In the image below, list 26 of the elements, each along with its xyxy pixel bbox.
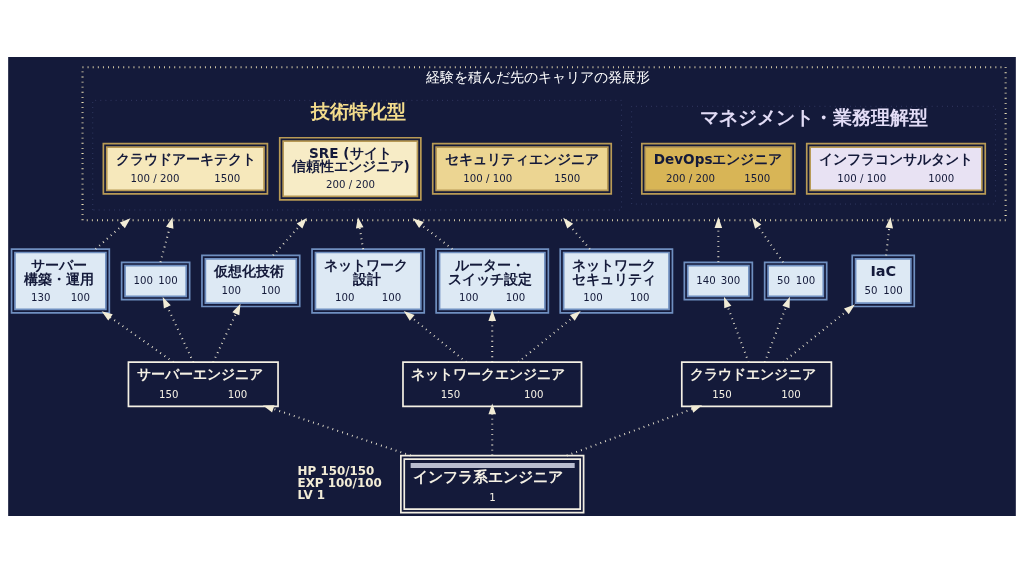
arrow	[885, 216, 894, 255]
arrow	[94, 217, 131, 250]
node-box: サーバー構築・運用 130 100	[10, 247, 111, 314]
arrow	[566, 404, 703, 456]
arrow	[162, 296, 195, 363]
arrow	[517, 310, 581, 363]
arrow	[714, 216, 723, 262]
node-box: クラウドエンジニア 150 100	[680, 360, 833, 407]
node-label: HP 150/150	[297, 463, 375, 478]
arrow	[212, 303, 241, 363]
arrow	[101, 310, 174, 363]
arrow	[563, 217, 591, 250]
arrow	[724, 296, 750, 362]
node-box: サーバーエンジニア 150 100	[127, 360, 279, 407]
arrow	[262, 404, 411, 456]
arrow	[159, 216, 174, 262]
arrow	[412, 217, 453, 250]
arrow	[763, 296, 790, 362]
arrow	[782, 304, 855, 363]
arrow	[403, 310, 467, 363]
node-label: EXP 100/100	[297, 475, 382, 490]
arrow	[751, 217, 784, 263]
arrow	[272, 217, 307, 256]
node-label: LV 1	[297, 487, 326, 502]
arrow	[355, 216, 365, 249]
node-box: ネットワークエンジニア 150 100	[402, 360, 583, 407]
